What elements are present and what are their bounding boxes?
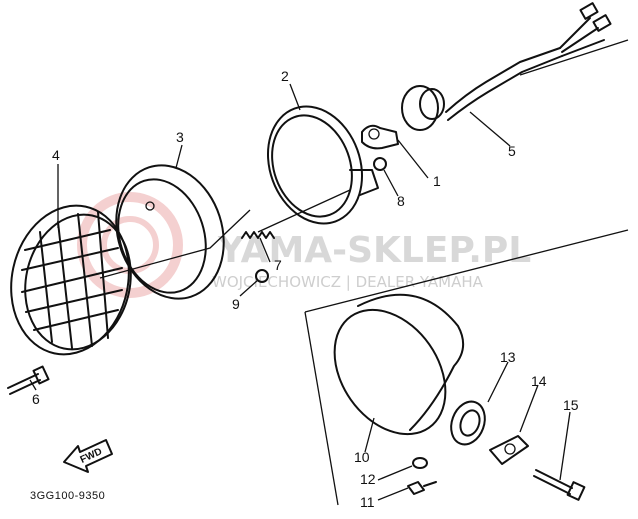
callout-2: 2 [281, 68, 289, 84]
callout-leaders [29, 83, 571, 501]
long-bolt-15 [533, 469, 586, 501]
drawing-code: 3GG100-9350 [30, 490, 105, 502]
adjusting-spring [241, 231, 275, 239]
callout-14: 14 [531, 373, 547, 389]
mounting-bracket [489, 435, 529, 465]
headlight-grille-guard [10, 204, 132, 356]
callout-5: 5 [508, 143, 516, 159]
headlight-lens-unit [266, 105, 379, 225]
callout-10: 10 [354, 449, 370, 465]
callout-8: 8 [397, 193, 405, 209]
headlight-body-shell [333, 293, 465, 436]
small-nut [373, 157, 387, 171]
watermark-title: YAMA-SKLEP.PL [217, 230, 531, 271]
callout-12: 12 [360, 471, 376, 487]
watermark-subtitle: WOJCIECHOWICZ | DEALER YAMAHA [212, 273, 484, 291]
callout-1: 1 [433, 173, 441, 189]
exploded-view-guides [99, 39, 629, 506]
watermark: YAMA-SKLEP.PL WOJCIECHOWICZ | DEALER YAM… [77, 192, 531, 298]
callout-7: 7 [274, 257, 282, 273]
callout-11: 11 [360, 494, 375, 510]
callout-9: 9 [232, 296, 240, 312]
small-screw-9 [255, 269, 269, 283]
long-bolt-6 [7, 365, 50, 395]
callout-numbers: 1 2 3 4 5 6 7 8 9 10 11 12 13 14 15 [32, 68, 579, 510]
callout-6: 6 [32, 391, 40, 407]
socket-cord [401, 2, 612, 131]
bulb [361, 124, 399, 150]
grommet [450, 400, 486, 446]
screw-11 [407, 481, 437, 495]
callout-15: 15 [563, 397, 579, 413]
callout-3: 3 [176, 129, 184, 145]
headlight-rim [115, 164, 225, 300]
fwd-arrow-icon: FWD [63, 439, 113, 473]
callout-4: 4 [52, 147, 60, 163]
washer-12 [412, 457, 428, 469]
callout-13: 13 [500, 349, 516, 365]
